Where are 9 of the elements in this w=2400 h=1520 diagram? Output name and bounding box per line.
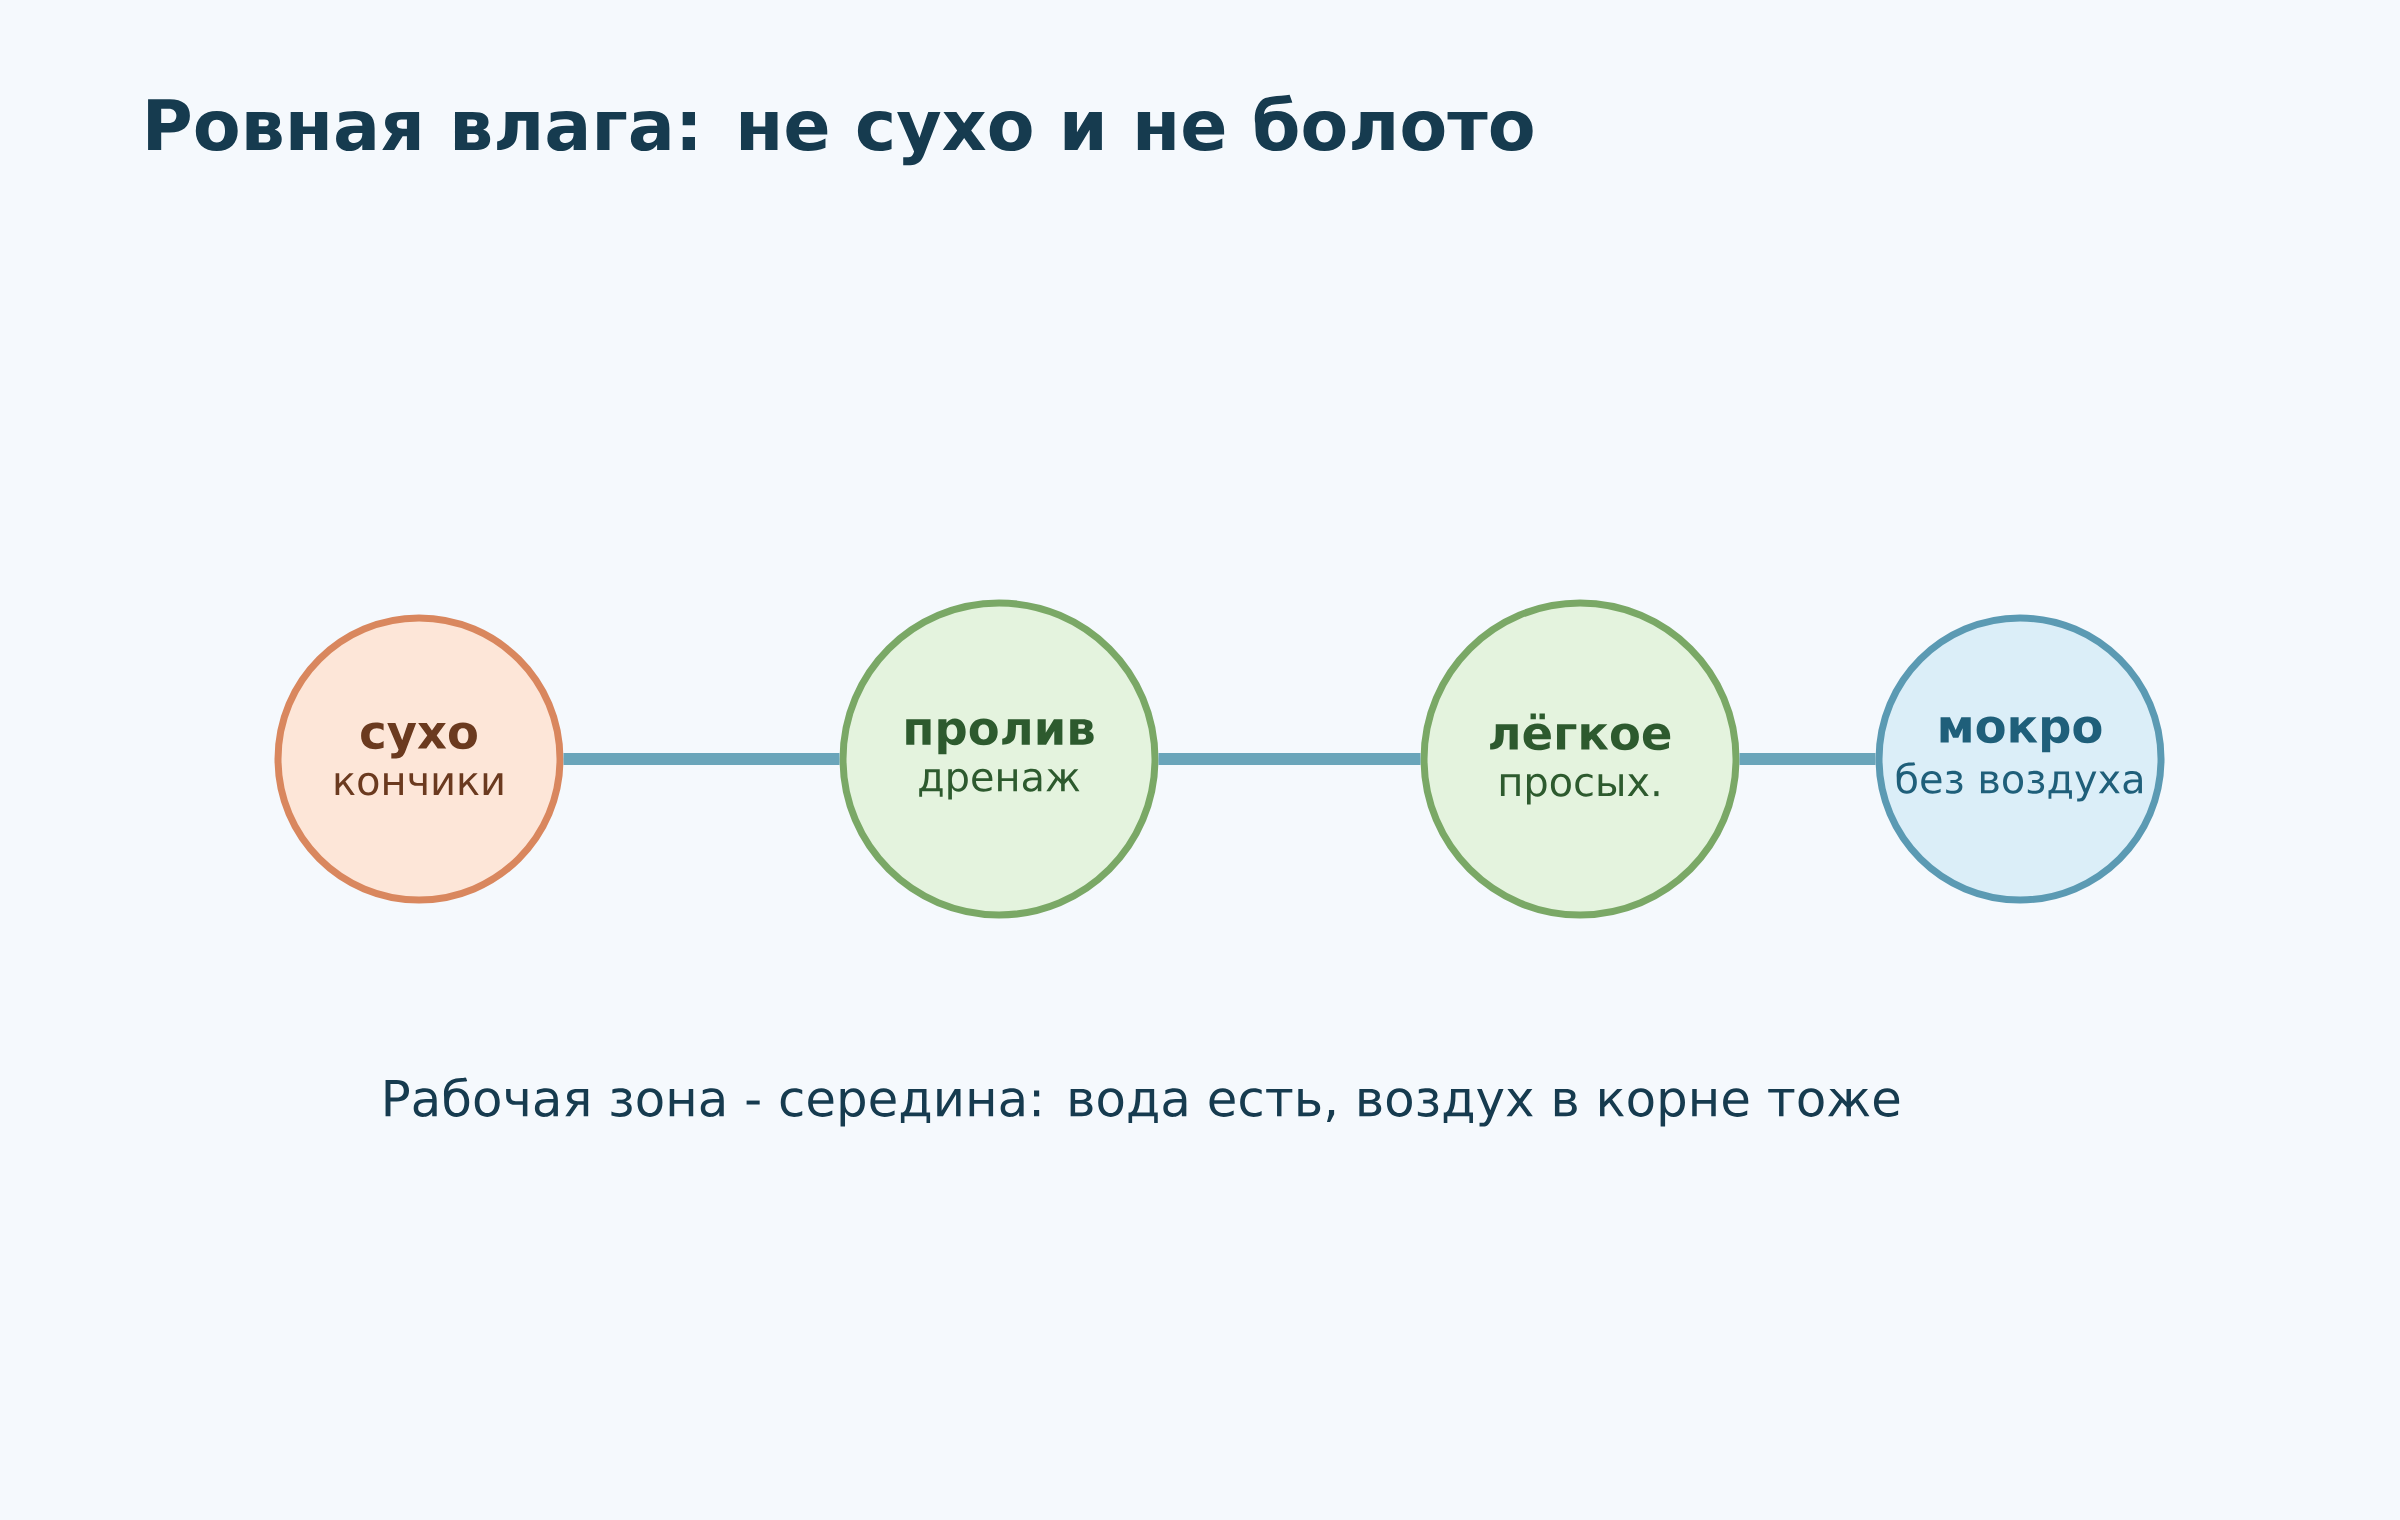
title: Ровная влага: не сухо и не болото (148, 94, 1533, 166)
connector-line (1739, 753, 1876, 765)
connector-line (1158, 753, 1421, 765)
caption: Рабочая зона - середина: вода есть, воздух в корне тоже (385, 1077, 1900, 1127)
circle-node: сухо кончики (274, 614, 564, 904)
connector-line (563, 753, 840, 765)
circle-node: лёгкое просых. (1420, 599, 1740, 919)
circle-node: мокро без воздуха (1875, 614, 2165, 904)
circle-node: пролив дренаж (839, 599, 1159, 919)
